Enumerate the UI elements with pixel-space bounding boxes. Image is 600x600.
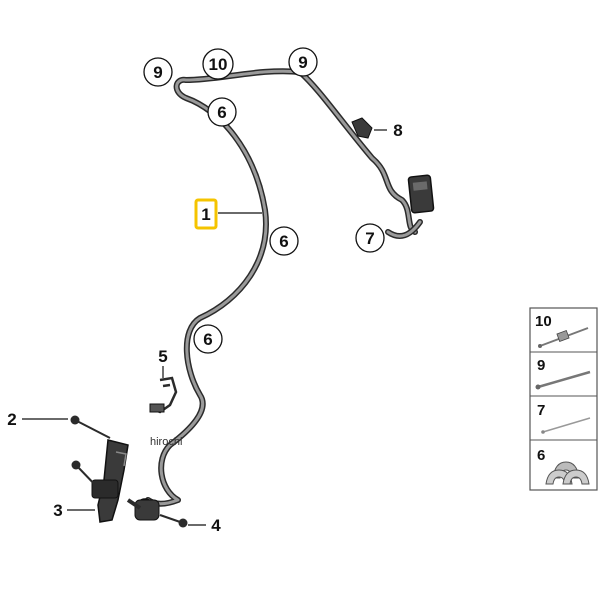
- callout-9-top-left: 9: [143, 57, 173, 87]
- grommet-clips-icon: [545, 461, 590, 485]
- cable-tie-with-clip-icon: [538, 327, 589, 348]
- sensor-cable: [145, 68, 423, 507]
- part-1-highlight: 1: [194, 198, 218, 230]
- callout-label: 7: [365, 229, 374, 248]
- cable-connector: [407, 174, 435, 214]
- part-label-4: 4: [211, 516, 221, 535]
- callout-6-low: 6: [193, 324, 223, 354]
- callout-6-mid: 6: [269, 226, 299, 256]
- legend-item-10: 10: [535, 313, 589, 348]
- callout-label: 9: [298, 53, 307, 72]
- callout-7: 7: [355, 223, 385, 253]
- sensor-bracket-assembly: [91, 439, 160, 523]
- legend-item-6: 6: [537, 447, 590, 485]
- legend-item-7: 7: [537, 402, 591, 434]
- watermark: hirochi: [150, 436, 182, 448]
- leader-lines: [22, 129, 387, 526]
- legend-num: 6: [537, 447, 545, 464]
- callout-label: 6: [203, 330, 212, 349]
- part-label-1: 1: [201, 205, 210, 224]
- bracket-part-5: [149, 376, 178, 414]
- part-label-3: 3: [53, 501, 62, 520]
- callout-label: 6: [279, 232, 288, 251]
- legend-panel: 10 9 7 6: [529, 307, 598, 491]
- screw-part-4: [159, 514, 188, 528]
- legend-num: 9: [537, 357, 545, 374]
- part-label-2: 2: [7, 410, 16, 429]
- screw-part-3: [71, 460, 101, 491]
- callout-label: 10: [209, 55, 228, 74]
- cable-tie-icon: [535, 370, 591, 390]
- cable-strap-icon: [541, 417, 591, 434]
- legend-num: 7: [537, 402, 545, 419]
- legend-item-9: 9: [535, 357, 591, 390]
- screw-part-2: [70, 415, 111, 439]
- callout-9-top-right: 9: [288, 47, 318, 77]
- callout-6-upper: 6: [207, 97, 237, 127]
- callout-label: 9: [153, 63, 162, 82]
- callout-label: 6: [217, 103, 226, 122]
- part-label-8: 8: [393, 121, 402, 140]
- callout-10-top: 10: [202, 48, 234, 80]
- clip-part-8: [351, 117, 373, 139]
- part-label-5: 5: [158, 347, 167, 366]
- legend-num: 10: [535, 313, 552, 330]
